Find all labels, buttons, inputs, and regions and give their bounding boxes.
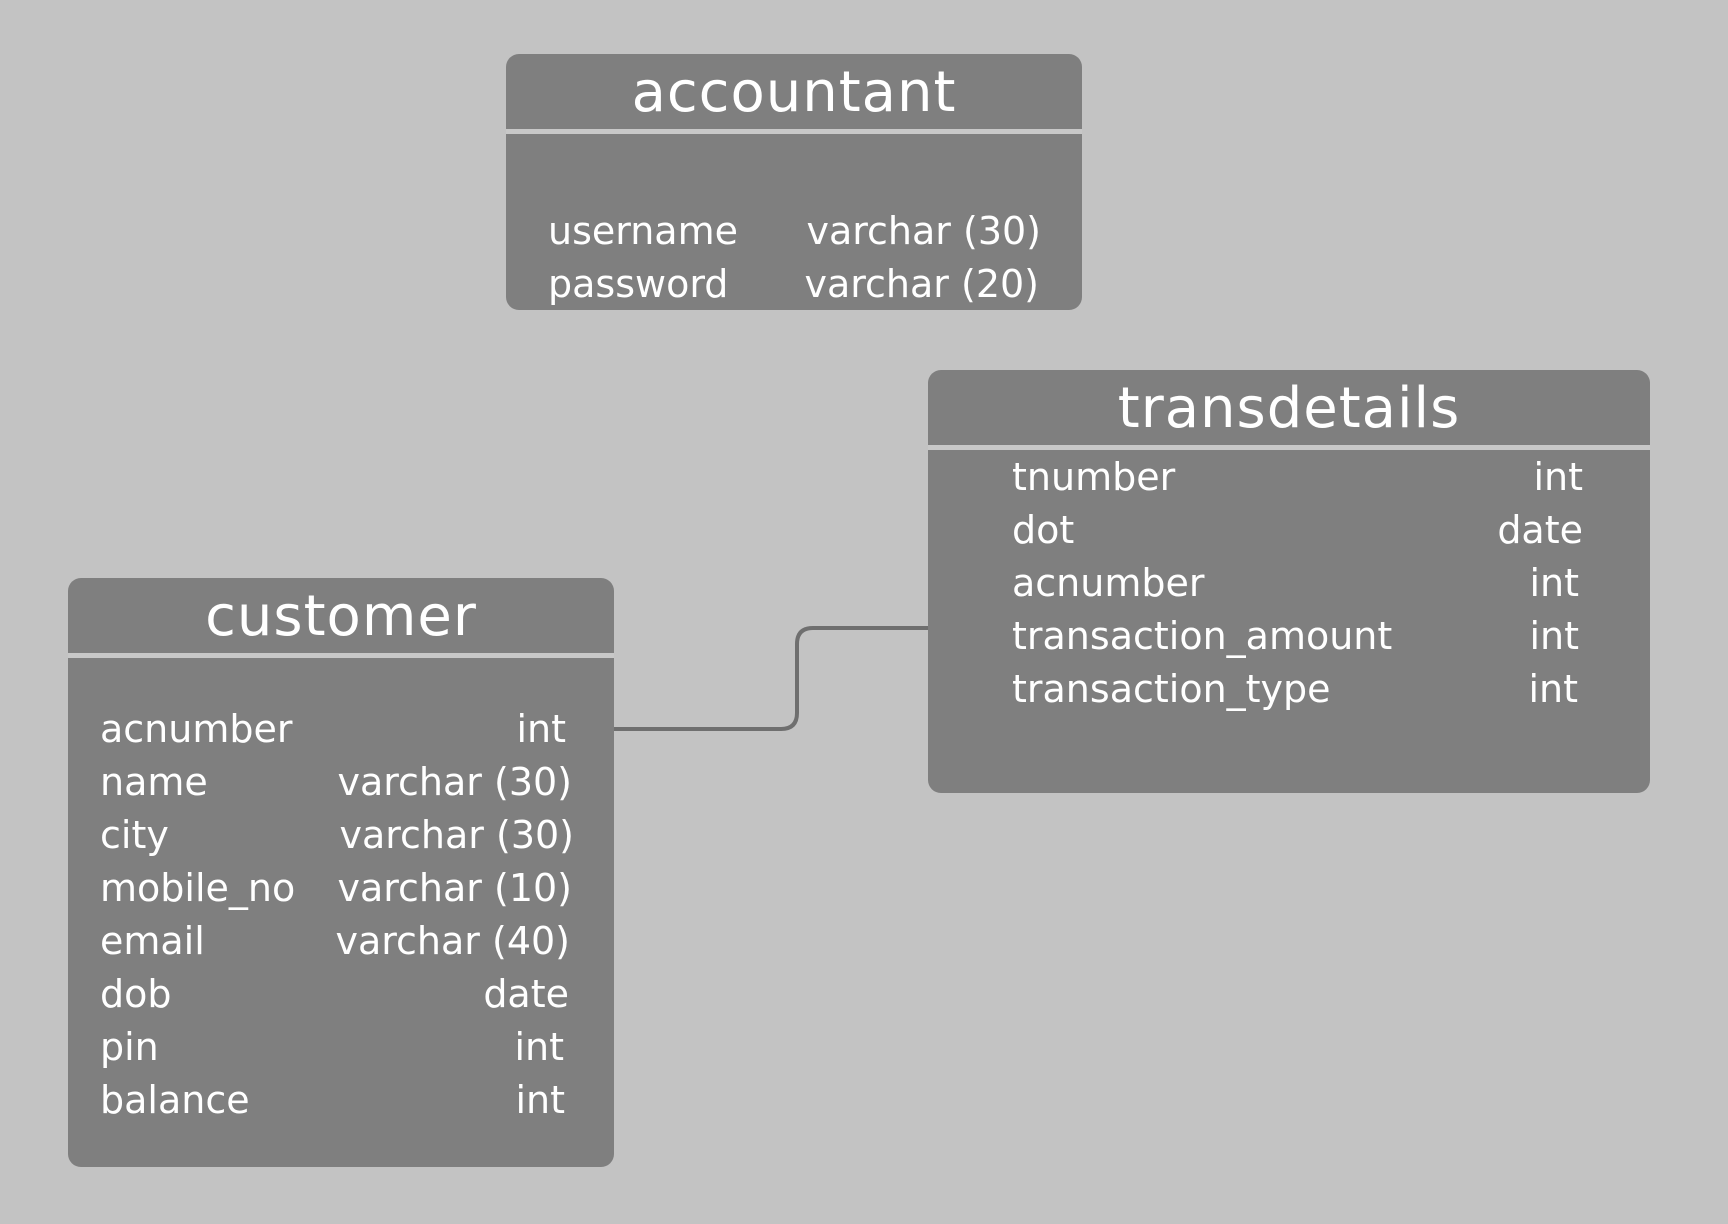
field-type: int <box>1528 667 1578 711</box>
field-row-acnumber[interactable]: acnumber int <box>928 557 1650 610</box>
field-type: date <box>1497 508 1583 552</box>
field-name: pin <box>100 1025 159 1069</box>
field-row-acnumber[interactable]: acnumber int <box>68 703 614 756</box>
field-row-dob[interactable]: dob date <box>68 968 614 1021</box>
field-row-username[interactable]: username varchar (30) <box>506 205 1082 258</box>
field-type: varchar (20) <box>804 262 1039 306</box>
field-type: date <box>483 972 569 1016</box>
field-name: email <box>100 919 205 963</box>
table-transdetails[interactable]: transdetails tnumber int dot date acnumb… <box>928 370 1650 793</box>
field-name: acnumber <box>100 707 293 751</box>
field-type: int <box>514 1025 564 1069</box>
table-header: transdetails <box>928 370 1650 450</box>
field-row-transaction-amount[interactable]: transaction_amount int <box>928 610 1650 663</box>
field-name: transaction_type <box>1012 667 1331 711</box>
field-row-name[interactable]: name varchar (30) <box>68 756 614 809</box>
field-name: tnumber <box>1012 455 1176 499</box>
field-name: name <box>100 760 208 804</box>
field-type: varchar (30) <box>337 760 572 804</box>
table-header: customer <box>68 578 614 658</box>
field-row-transaction-type[interactable]: transaction_type int <box>928 663 1650 716</box>
table-accountant[interactable]: accountant username varchar (30) passwor… <box>506 54 1082 310</box>
field-type: int <box>515 1078 565 1122</box>
field-name: dot <box>1012 508 1075 552</box>
customer-transdetails-link <box>613 626 928 731</box>
field-row-balance[interactable]: balance int <box>68 1074 614 1127</box>
field-row-tnumber[interactable]: tnumber int <box>928 451 1650 504</box>
field-type: int <box>1533 455 1583 499</box>
field-name: balance <box>100 1078 250 1122</box>
field-row-city[interactable]: city varchar (30) <box>68 809 614 862</box>
field-type: int <box>516 707 566 751</box>
table-title: customer <box>205 583 477 649</box>
field-row-password[interactable]: password varchar (20) <box>506 258 1082 310</box>
field-name: city <box>100 813 169 857</box>
field-name: password <box>548 262 729 306</box>
field-name: dob <box>100 972 172 1016</box>
field-row-mobile-no[interactable]: mobile_no varchar (10) <box>68 862 614 915</box>
field-name: mobile_no <box>100 866 296 910</box>
field-list: username varchar (30) password varchar (… <box>506 209 1082 310</box>
field-list: acnumber int name varchar (30) city varc… <box>68 703 614 1127</box>
field-name: acnumber <box>1012 561 1205 605</box>
field-type: int <box>1529 561 1579 605</box>
field-type: varchar (10) <box>337 866 572 910</box>
field-row-email[interactable]: email varchar (40) <box>68 915 614 968</box>
field-type: varchar (40) <box>335 919 570 963</box>
table-title: accountant <box>631 59 957 125</box>
field-name: username <box>548 209 738 253</box>
field-row-dot[interactable]: dot date <box>928 504 1650 557</box>
field-type: varchar (30) <box>339 813 574 857</box>
field-name: transaction_amount <box>1012 614 1393 658</box>
table-title: transdetails <box>1117 375 1461 441</box>
field-type: varchar (30) <box>806 209 1041 253</box>
table-header: accountant <box>506 54 1082 134</box>
field-list: tnumber int dot date acnumber int transa… <box>928 451 1650 716</box>
field-type: int <box>1529 614 1579 658</box>
table-customer[interactable]: customer acnumber int name varchar (30) … <box>68 578 614 1167</box>
field-row-pin[interactable]: pin int <box>68 1021 614 1074</box>
